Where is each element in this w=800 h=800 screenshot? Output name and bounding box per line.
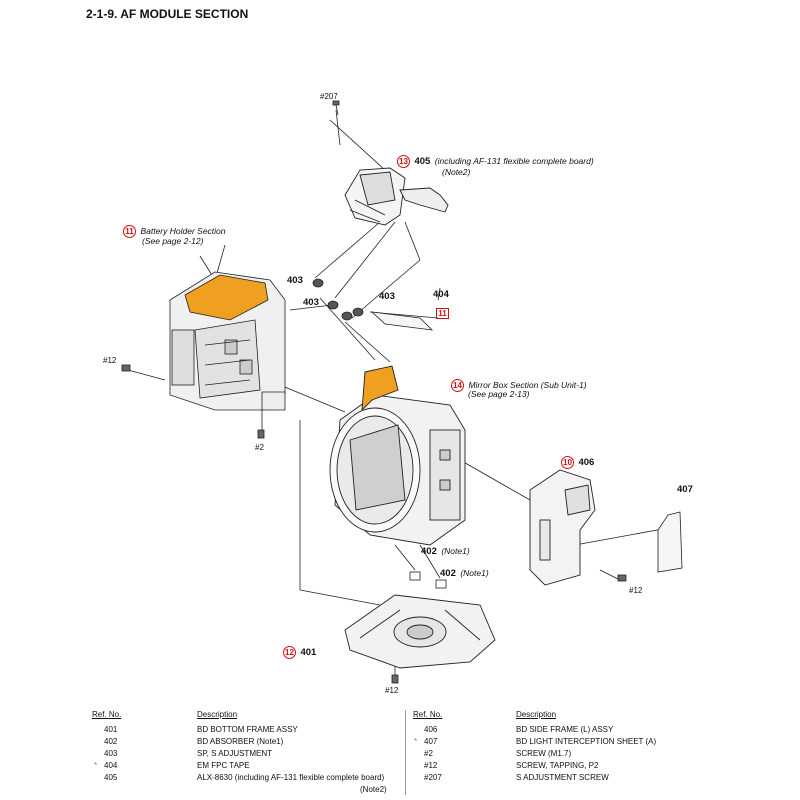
table-cell-ref: 403 xyxy=(104,749,118,758)
screw-2-art xyxy=(257,429,265,439)
label-battery-holder-title: Battery Holder Section xyxy=(140,226,226,236)
label-screw-12-bottom: #12 xyxy=(385,686,399,695)
table-cell-ref: 404 xyxy=(104,761,118,770)
table-cell-desc: ALX-8630 (including AF-131 flexible comp… xyxy=(197,773,385,782)
label-part-405: 13 405 (including AF-131 flexible comple… xyxy=(397,151,594,169)
sheet-407-art xyxy=(657,511,683,573)
label-battery-holder-page: (See page 2-12) xyxy=(142,236,204,246)
screw-12-right-art xyxy=(617,574,627,582)
label-407: 407 xyxy=(677,484,693,495)
label-405-note: (Note2) xyxy=(442,167,471,177)
label-403-c: 403 xyxy=(379,291,395,302)
table-cell-desc: BD BOTTOM FRAME ASSY xyxy=(197,725,298,734)
label-402-b: 402 (Note1) xyxy=(440,563,489,581)
label-402-b-number: 402 xyxy=(440,568,456,579)
label-screw-12-left: #12 xyxy=(103,356,117,365)
table-header-desc-right: Description xyxy=(516,710,557,719)
table-cell-desc: EM FPC TAPE xyxy=(197,761,250,770)
table-cell-ref: 401 xyxy=(104,725,118,734)
table-header-ref-right: Ref. No. xyxy=(413,710,443,719)
row-bullet: * xyxy=(94,761,98,770)
screws-403 xyxy=(312,278,364,321)
table-cell-desc: S ADJUSTMENT SCREW xyxy=(516,773,609,782)
table-cell-ref: #207 xyxy=(424,773,442,782)
table-cell-desc: SCREW, TAPPING, P2 xyxy=(516,761,599,770)
label-battery-holder: 11 Battery Holder Section xyxy=(123,221,226,239)
tape-404-art xyxy=(370,311,434,331)
ref-circle-11: 11 xyxy=(123,225,136,238)
label-403-b: 403 xyxy=(303,297,319,308)
label-part-401: 12 401 xyxy=(283,642,316,660)
label-402-a-note: (Note1) xyxy=(441,546,470,556)
page-title: 2-1-9. AF MODULE SECTION xyxy=(86,7,249,21)
parts-table: Ref. No. Description Ref. No. Descriptio… xyxy=(0,710,800,800)
label-405-desc: (including AF-131 flexible complete boar… xyxy=(434,156,594,166)
mirror-box-art xyxy=(329,365,466,546)
label-403-a: 403 xyxy=(287,275,303,286)
table-cell-ref: #12 xyxy=(424,761,438,770)
label-405-number: 405 xyxy=(414,156,431,167)
ref-circle-14: 14 xyxy=(451,379,464,392)
absorber-402b-art xyxy=(435,579,447,589)
label-402-b-note: (Note1) xyxy=(460,568,489,578)
side-frame-406-art xyxy=(529,469,596,586)
label-part-406: 10 406 xyxy=(561,452,594,470)
label-406-number: 406 xyxy=(578,457,595,468)
ref-circle-13: 13 xyxy=(397,155,410,168)
table-cell-desc: BD LIGHT INTERCEPTION SHEET (A) xyxy=(516,737,657,746)
absorber-402a-art xyxy=(409,571,421,581)
table-cell-ref: #2 xyxy=(424,749,433,758)
screw-12-bottom-art xyxy=(391,674,399,684)
table-cell-desc: SP, S ADJUSTMENT xyxy=(197,749,272,758)
label-screw-207: #207 xyxy=(320,92,338,101)
bottom-frame-401-art xyxy=(344,594,496,669)
table-cell-ref: 407 xyxy=(424,737,438,746)
label-404: 404 xyxy=(433,289,449,300)
label-mirror-box-page: (See page 2-13) xyxy=(468,389,530,399)
af-module-405 xyxy=(344,167,449,226)
screw-12-left-art xyxy=(121,364,131,372)
screw-207-art xyxy=(332,100,340,116)
table-cell-ref: 406 xyxy=(424,725,438,734)
table-cell-desc: BD ABSORBER (Note1) xyxy=(197,737,284,746)
label-404-ref: 11 xyxy=(436,303,449,321)
label-screw-2: #2 xyxy=(255,443,264,452)
ref-box-11: 11 xyxy=(436,308,449,319)
table-cell-ref: 402 xyxy=(104,737,118,746)
ref-circle-10: 10 xyxy=(561,456,574,469)
table-cell-desc: BD SIDE FRAME (L) ASSY xyxy=(516,725,614,734)
table-divider xyxy=(405,710,406,795)
label-401-number: 401 xyxy=(300,647,317,658)
label-402-a-number: 402 xyxy=(421,546,437,557)
leader-207-b xyxy=(329,119,386,171)
table-header-ref-left: Ref. No. xyxy=(92,710,122,719)
table-cell-note: (Note2) xyxy=(360,785,387,794)
label-402-a: 402 (Note1) xyxy=(421,541,470,559)
label-mirror-box-title: Mirror Box Section (Sub Unit-1) xyxy=(468,380,587,390)
ref-circle-12: 12 xyxy=(283,646,296,659)
row-bullet: * xyxy=(414,737,418,746)
label-mirror-box: 14 Mirror Box Section (Sub Unit-1) xyxy=(451,375,587,393)
table-cell-ref: 405 xyxy=(104,773,118,782)
label-screw-12-right: #12 xyxy=(629,586,643,595)
table-cell-desc: SCREW (M1.7) xyxy=(516,749,572,758)
table-header-desc-left: Description xyxy=(197,710,238,719)
battery-holder-art xyxy=(169,271,286,411)
